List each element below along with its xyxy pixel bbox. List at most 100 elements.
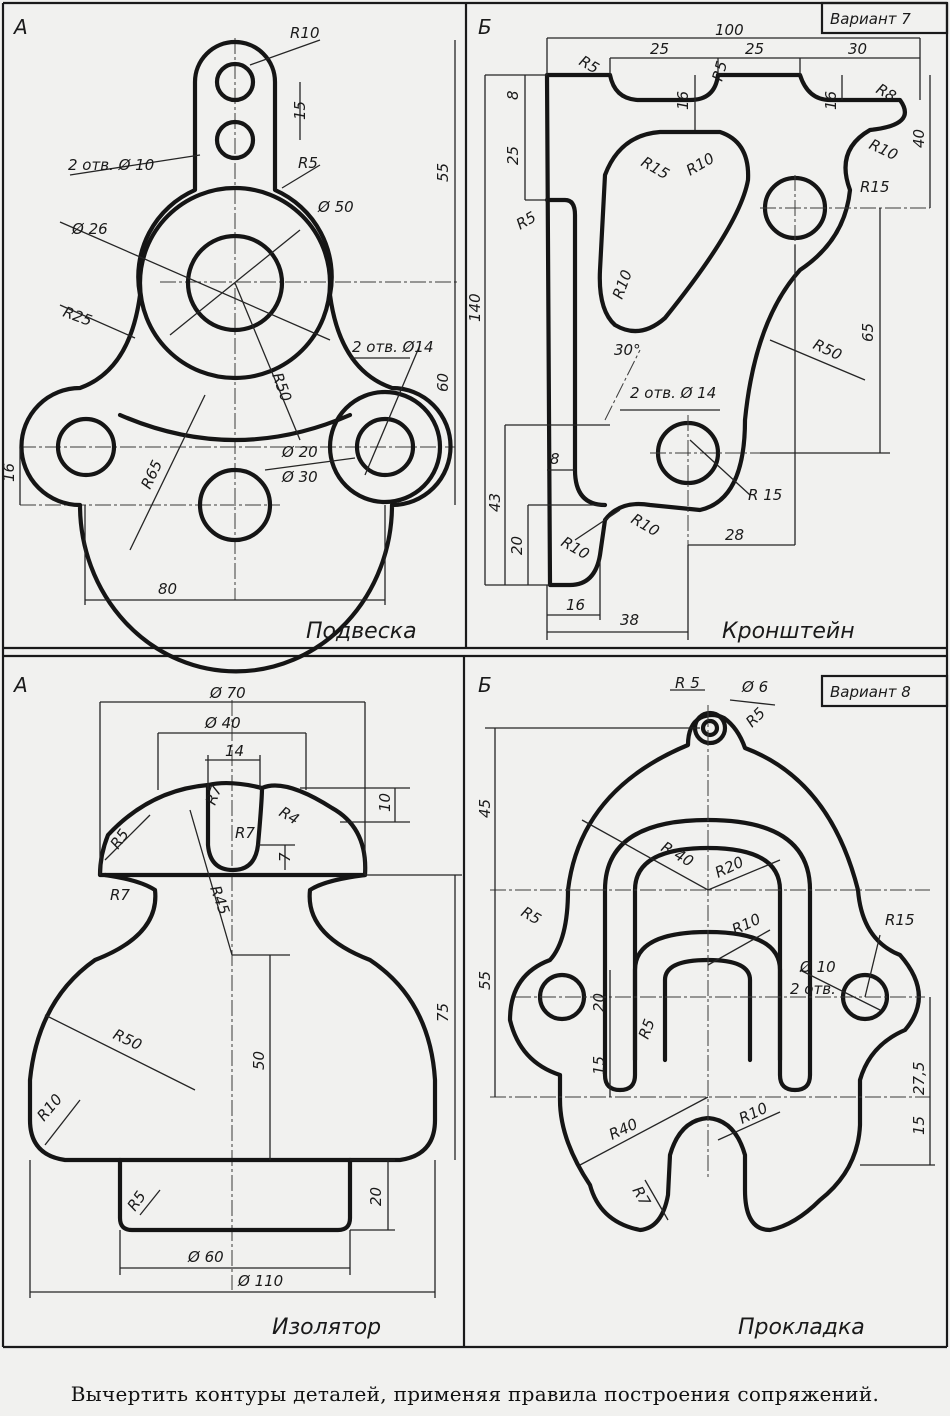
podveska-lug-right	[327, 389, 443, 505]
svg-text:25: 25	[650, 40, 669, 58]
svg-text:R10: R10	[683, 149, 718, 179]
svg-text:R5: R5	[518, 903, 544, 929]
svg-text:Ø 40: Ø 40	[204, 714, 241, 732]
svg-text:R10: R10	[290, 24, 320, 42]
kronshtein-drawing: Б Вариант 7	[466, 10, 931, 644]
izolyator-cap	[97, 782, 368, 878]
podveska-ring-50	[137, 185, 333, 381]
svg-text:50: 50	[250, 1051, 268, 1070]
svg-text:Ø 50: Ø 50	[317, 198, 354, 216]
drawing-canvas: А R10	[0, 1, 949, 1349]
svg-text:20: 20	[367, 1187, 385, 1206]
podveska-hole-bottom	[197, 467, 273, 543]
izolyator-base	[117, 1157, 353, 1233]
svg-text:28: 28	[725, 526, 744, 544]
svg-text:16: 16	[0, 463, 18, 482]
svg-text:16: 16	[822, 91, 840, 110]
svg-text:2 отв.: 2 отв.	[790, 980, 836, 998]
svg-text:8: 8	[504, 90, 522, 100]
svg-text:30°: 30°	[614, 341, 641, 359]
svg-text:60: 60	[434, 373, 452, 392]
svg-text:55: 55	[476, 971, 494, 990]
instruction-caption: Вычертить контуры деталей, применяя прав…	[70, 1382, 880, 1406]
svg-text:14: 14	[225, 742, 244, 760]
svg-text:20: 20	[590, 993, 608, 1012]
svg-text:R25: R25	[61, 303, 95, 330]
svg-text:43: 43	[486, 493, 504, 512]
svg-text:65: 65	[859, 323, 877, 342]
svg-text:R65: R65	[137, 457, 166, 491]
svg-text:40: 40	[910, 129, 928, 148]
svg-text:Ø 30: Ø 30	[281, 468, 318, 486]
svg-text:R10: R10	[558, 533, 593, 563]
svg-text:45: 45	[476, 799, 494, 818]
svg-text:R50: R50	[268, 370, 295, 404]
svg-text:75: 75	[434, 1003, 452, 1022]
svg-text:Ø 26: Ø 26	[71, 220, 108, 238]
svg-text:R7: R7	[235, 824, 255, 842]
svg-text:2 отв. Ø14: 2 отв. Ø14	[352, 338, 434, 356]
svg-text:16: 16	[674, 91, 692, 110]
svg-text:80: 80	[158, 580, 177, 598]
svg-text:Ø 110: Ø 110	[237, 1272, 283, 1290]
svg-text:16: 16	[566, 596, 585, 614]
svg-text:140: 140	[466, 293, 484, 322]
prokladka-outline	[507, 712, 921, 1233]
svg-text:R10: R10	[609, 267, 636, 301]
svg-text:100: 100	[715, 21, 744, 39]
svg-text:R7: R7	[110, 886, 130, 904]
podveska-hole-top	[214, 61, 256, 103]
svg-text:R5: R5	[124, 1188, 150, 1215]
svg-text:R10: R10	[736, 1099, 770, 1128]
svg-text:25: 25	[745, 40, 764, 58]
svg-text:27,5: 27,5	[910, 1062, 928, 1095]
svg-text:15: 15	[291, 101, 309, 120]
kronshtein-outline	[544, 72, 907, 588]
svg-text:10: 10	[376, 793, 394, 812]
izolyator-drawing: А	[12, 673, 462, 1340]
prokladka-title: Прокладка	[738, 1315, 865, 1340]
svg-text:8: 8	[550, 450, 560, 468]
svg-text:R40: R40	[606, 1115, 640, 1144]
svg-text:Ø 20: Ø 20	[281, 443, 318, 461]
svg-text:R5: R5	[513, 208, 539, 234]
podveska-outline	[19, 39, 453, 674]
svg-text:R10: R10	[628, 510, 663, 540]
izolyator-body	[27, 872, 438, 1163]
prokladka-variant: Вариант 8	[830, 683, 911, 701]
prokladka-letter: Б	[478, 673, 492, 697]
podveska-hole-right	[354, 416, 416, 478]
svg-text:55: 55	[434, 163, 452, 182]
drawing-sheet: А R10	[0, 1, 949, 1349]
podveska-hole-mid	[214, 119, 256, 161]
svg-text:R5: R5	[742, 704, 769, 731]
svg-text:R 15: R 15	[748, 486, 782, 504]
podveska-bore-26	[185, 233, 285, 333]
kronshtein-letter: Б	[478, 15, 492, 39]
svg-text:R10: R10	[866, 135, 900, 164]
svg-text:7: 7	[276, 852, 294, 862]
svg-text:2 отв. Ø 14: 2 отв. Ø 14	[630, 384, 716, 402]
svg-text:R45: R45	[206, 883, 233, 917]
svg-text:R5: R5	[708, 59, 731, 83]
svg-text:Ø 70: Ø 70	[209, 684, 246, 702]
svg-text:R10: R10	[33, 1090, 66, 1124]
panel-frames	[1, 1, 949, 1349]
svg-text:2 отв. Ø 10: 2 отв. Ø 10	[68, 156, 154, 174]
svg-text:R15: R15	[638, 153, 673, 183]
podveska-drawing: А R10	[0, 15, 460, 674]
svg-text:R20: R20	[712, 853, 746, 882]
podveska-letter: А	[12, 15, 28, 39]
svg-text:R7: R7	[202, 782, 226, 807]
svg-text:15: 15	[590, 1056, 608, 1075]
svg-text:R7: R7	[629, 1183, 655, 1210]
svg-text:20: 20	[508, 536, 526, 555]
svg-text:15: 15	[910, 1116, 928, 1135]
svg-text:R5: R5	[298, 154, 318, 172]
svg-text:Ø 10: Ø 10	[799, 958, 836, 976]
svg-text:R15: R15	[885, 911, 915, 929]
izolyator-letter: А	[12, 673, 28, 697]
svg-text:30: 30	[848, 40, 867, 58]
svg-text:Ø 6: Ø 6	[741, 678, 768, 696]
svg-text:R4: R4	[276, 803, 302, 829]
